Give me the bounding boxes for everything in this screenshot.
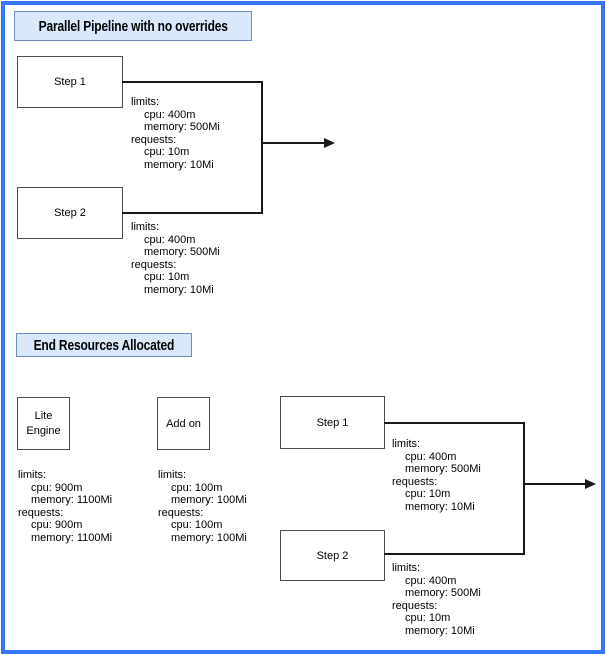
resource-line: cpu: 400m (405, 574, 457, 587)
resource-line: memory: 1100Mi (31, 531, 113, 544)
connector-vertical-top (261, 81, 263, 214)
resource-line: memory: 100Mi (171, 494, 247, 506)
resource-line: cpu: 400m (405, 450, 457, 463)
resource-line: requests: (158, 506, 204, 519)
resource-line: memory: 500Mi (144, 121, 220, 133)
node-step2-top: Step 2 (17, 187, 123, 239)
connector-step1-bottom (384, 422, 525, 424)
node-label: Step 1 (316, 416, 349, 429)
node-label-line: Lite (34, 409, 53, 422)
arrow-head-icon-bottom (585, 479, 596, 489)
node-label: Lite Engine (26, 409, 60, 439)
resource-line: limits: (392, 562, 421, 574)
resource-line: memory: 10Mi (144, 158, 214, 171)
node-label: Step 1 (54, 76, 86, 88)
node-step2-bottom: Step 2 (280, 530, 385, 581)
resource-line: requests: (392, 475, 438, 488)
resource-text-step2-top: limits: cpu: 400m memory: 500Mi requests… (131, 221, 220, 296)
resource-line: memory: 1100Mi (31, 494, 113, 506)
section-title-parallel-pipeline: Parallel Pipeline with no overrides (14, 11, 252, 41)
connector-step2-bottom (384, 553, 525, 555)
resource-line: cpu: 100m (171, 481, 223, 494)
resource-line: cpu: 400m (144, 108, 196, 121)
connector-step1-top (122, 81, 263, 83)
resource-line: cpu: 10m (405, 488, 451, 500)
resource-text-step1-top: limits: cpu: 400m memory: 500Mi requests… (131, 96, 220, 171)
resource-line: memory: 100Mi (171, 531, 247, 544)
resource-line: memory: 10Mi (144, 283, 214, 296)
resource-line: memory: 10Mi (405, 624, 475, 637)
section-title-end-resources: End Resources Allocated (16, 333, 192, 357)
resource-line: memory: 500Mi (405, 587, 481, 599)
resource-line: cpu: 900m (31, 481, 83, 494)
node-label-line: Engine (26, 424, 61, 437)
node-step1-bottom: Step 1 (280, 396, 385, 449)
node-add-on: Add on (157, 397, 210, 450)
resource-line: requests: (392, 599, 438, 612)
resource-line: cpu: 400m (144, 233, 196, 246)
resource-line: memory: 10Mi (405, 500, 475, 513)
node-label: Step 2 (316, 549, 349, 562)
resource-text-add-on: limits: cpu: 100m memory: 100Mi requests… (158, 469, 247, 544)
resource-text-step1-bottom: limits: cpu: 400m memory: 500Mi requests… (392, 438, 481, 513)
connector-vertical-bottom (523, 422, 525, 555)
resource-line: limits: (392, 438, 421, 450)
resource-line: requests: (131, 133, 177, 146)
resource-line: limits: (131, 96, 160, 108)
resource-line: requests: (131, 258, 177, 271)
resource-line: limits: (158, 469, 187, 481)
node-lite-engine: Lite Engine (17, 397, 70, 450)
section-title-text: Parallel Pipeline with no overrides (38, 17, 228, 35)
node-step1-top: Step 1 (17, 56, 123, 108)
section-title-text: End Resources Allocated (33, 336, 175, 354)
resource-line: limits: (131, 221, 160, 233)
arrow-head-icon-top (324, 138, 335, 148)
resource-line: requests: (18, 506, 64, 519)
arrow-line-bottom (525, 483, 585, 485)
node-label: Add on (166, 417, 201, 430)
arrow-line-top (262, 142, 324, 144)
resource-line: memory: 500Mi (144, 246, 220, 258)
resource-line: cpu: 10m (405, 612, 451, 624)
resource-line: limits: (18, 469, 47, 481)
node-label: Step 2 (54, 207, 86, 219)
resource-line: cpu: 100m (171, 519, 223, 531)
resource-line: memory: 500Mi (405, 463, 481, 475)
resource-line: cpu: 10m (144, 146, 190, 158)
resource-line: cpu: 10m (144, 271, 190, 283)
resource-text-lite-engine: limits: cpu: 900m memory: 1100Mi request… (18, 469, 112, 544)
resource-text-step2-bottom: limits: cpu: 400m memory: 500Mi requests… (392, 562, 481, 637)
connector-step2-top (122, 212, 263, 214)
resource-line: cpu: 900m (31, 519, 83, 531)
